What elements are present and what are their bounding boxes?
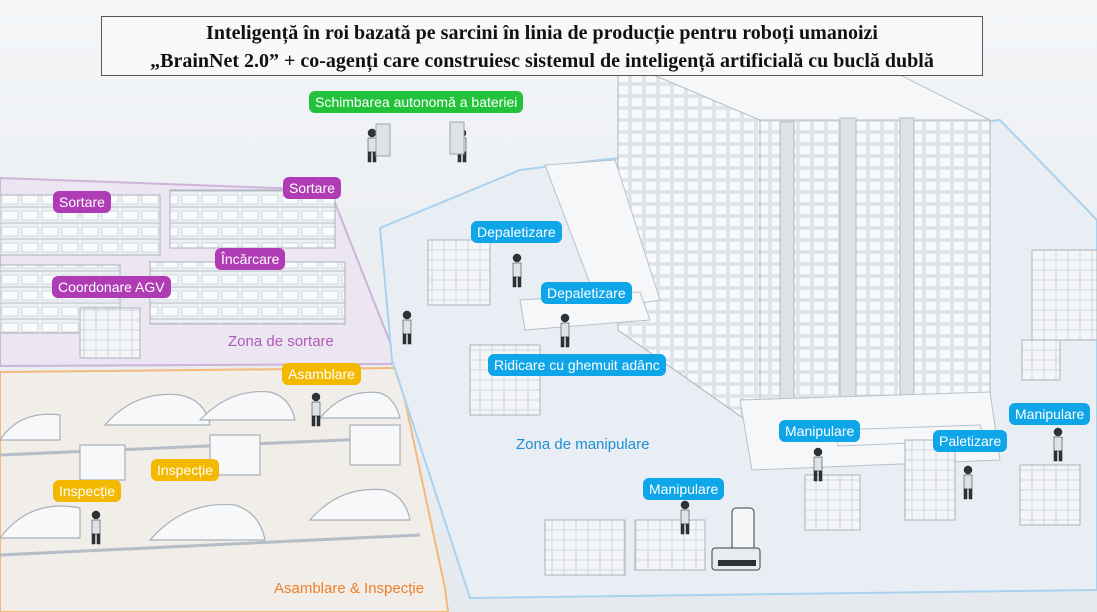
depalletizing-tag: Depaletizare (541, 282, 632, 304)
sorting-zone-label: Zona de sortare (228, 333, 334, 350)
handling-tag: Manipulare (779, 420, 861, 442)
asrs-tower (617, 54, 991, 431)
sorting-tag: Sortare (53, 191, 111, 213)
handling-tag: Manipulare (643, 478, 725, 500)
agv-coordination-tag: Coordonare AGV (52, 276, 171, 298)
assembly-tag: Asamblare (282, 363, 361, 385)
handling-tag: Manipulare (1009, 403, 1091, 425)
title-line-2: „BrainNet 2.0” + co-agenți care construi… (150, 50, 934, 72)
battery-swap-tag: Schimbarea autonomă a bateriei (309, 91, 524, 113)
deep-squat-lifting-tag: Ridicare cu ghemuit adânc (488, 354, 666, 376)
handling-zone-label: Zona de manipulare (516, 436, 650, 453)
assembly-line (0, 390, 421, 557)
inspection-tag: Inspecție (53, 480, 122, 502)
agv-robot (711, 507, 761, 571)
diagram-title: Inteligență în roi bazată pe sarcini în … (101, 16, 983, 76)
depalletizing-tag: Depaletizare (471, 221, 562, 243)
inspection-tag: Inspecție (151, 459, 220, 481)
palletizing-tag: Paletizare (933, 430, 1008, 452)
title-line-1: Inteligență în roi bazată pe sarcini în … (206, 22, 878, 44)
assembly-zone-label: Asamblare & Inspecție (274, 580, 425, 597)
sorting-racks (0, 189, 346, 359)
sorting-tag: Sortare (283, 177, 341, 199)
charging-stations (375, 121, 465, 157)
loading-tag: Încărcare (215, 248, 286, 270)
